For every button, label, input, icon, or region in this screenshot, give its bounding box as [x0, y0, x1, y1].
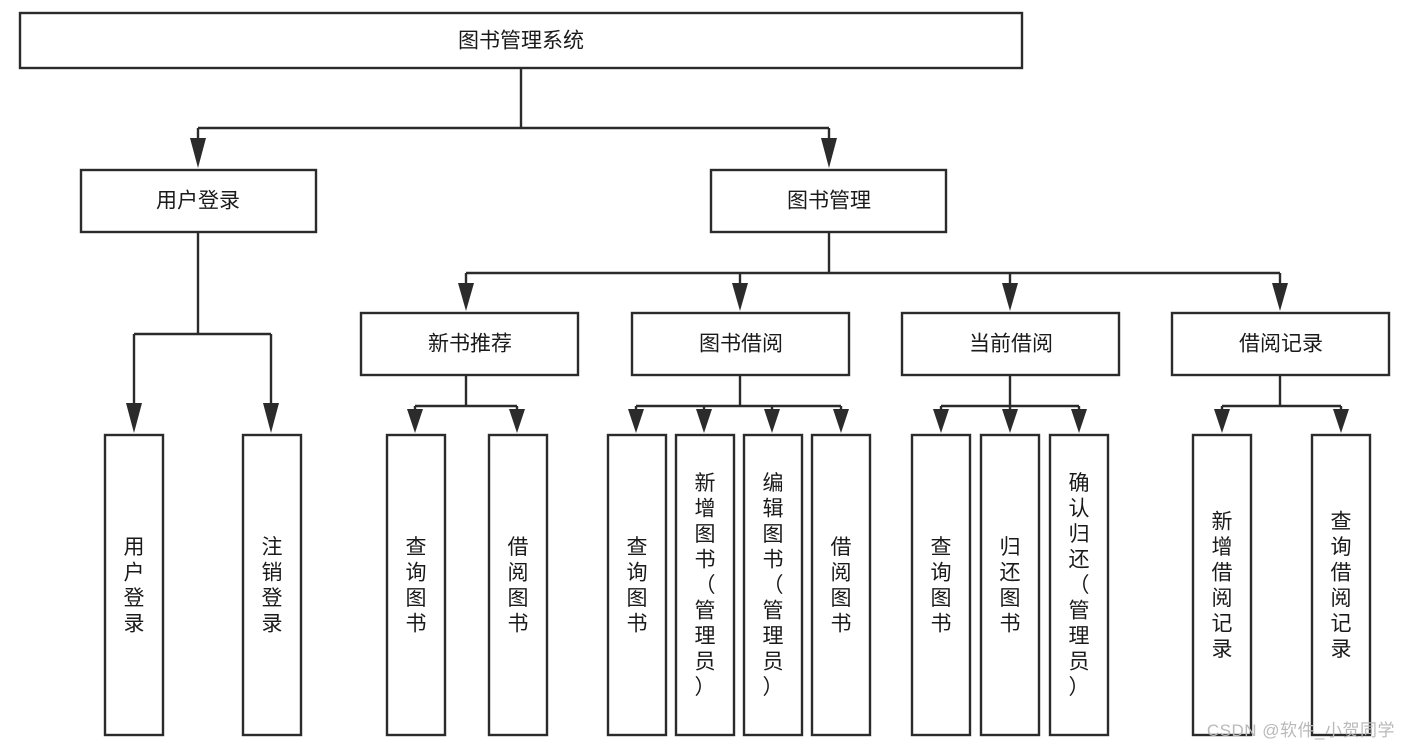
- arrow-head-leaf-query-record: [1333, 409, 1349, 433]
- node-leaf-confirm-return-label: 确认归还（管理员）: [1069, 472, 1090, 699]
- node-leaf-add-book-box[interactable]: [674, 433, 736, 737]
- arrow-head-leaf-edit-book: [764, 409, 780, 433]
- node-leaf-edit-book[interactable]: 编辑图书（管理员）: [742, 433, 804, 737]
- node-leaf-logout-login-box[interactable]: [241, 433, 303, 737]
- connector-layer: [126, 68, 1349, 433]
- node-leaf-return-book-label: 归还图书: [1000, 536, 1021, 636]
- arrow-head-user-login: [190, 138, 206, 168]
- node-user-login[interactable]: 用户登录: [79, 168, 318, 234]
- node-borrow-record-box[interactable]: [1170, 311, 1391, 377]
- node-leaf-query-book-2-box[interactable]: [606, 433, 668, 737]
- leaf-node-group: 用户登录 注销登录 查询图书 借阅图书 查询图书 新增图书（管理员）: [103, 433, 1372, 737]
- node-current-borrow-label: 当前借阅: [969, 333, 1053, 356]
- node-user-login-label: 用户登录: [156, 190, 240, 213]
- node-leaf-user-login-box[interactable]: [103, 433, 165, 737]
- node-leaf-query-book-1[interactable]: 查询图书: [385, 433, 447, 737]
- node-leaf-add-book-label: 新增图书（管理员）: [695, 472, 716, 699]
- node-leaf-edit-book-box[interactable]: [742, 433, 804, 737]
- node-leaf-borrow-book-2-box[interactable]: [810, 433, 872, 737]
- node-leaf-query-record-box[interactable]: [1310, 433, 1372, 737]
- node-leaf-return-book-box[interactable]: [979, 433, 1041, 737]
- node-leaf-logout-login-label: 注销登录: [262, 536, 283, 636]
- node-book-borrow[interactable]: 图书借阅: [630, 311, 851, 377]
- node-root[interactable]: 图书管理系统: [18, 11, 1024, 70]
- node-leaf-query-book-3-box[interactable]: [910, 433, 972, 737]
- node-leaf-logout-login[interactable]: 注销登录: [241, 433, 303, 737]
- node-current-borrow-box[interactable]: [900, 311, 1121, 377]
- arrow-head-leaf-query-book-3: [933, 409, 949, 433]
- node-leaf-query-book-1-box[interactable]: [385, 433, 447, 737]
- node-leaf-query-record[interactable]: 查询借阅记录: [1310, 433, 1372, 737]
- node-new-book-recommend-box[interactable]: [359, 311, 580, 377]
- arrow-head-leaf-borrow-book-1: [509, 409, 525, 433]
- node-borrow-record-label: 借阅记录: [1239, 333, 1323, 356]
- arrow-head-book-manage: [821, 138, 837, 168]
- node-book-manage[interactable]: 图书管理: [709, 168, 948, 234]
- arrow-head-book-borrow: [732, 283, 748, 311]
- arrow-head-current-borrow: [1002, 283, 1018, 311]
- arrow-head-leaf-logout-login: [263, 403, 279, 433]
- node-leaf-user-login[interactable]: 用户登录: [103, 433, 165, 737]
- node-book-manage-label: 图书管理: [787, 190, 871, 213]
- node-book-borrow-box[interactable]: [630, 311, 851, 377]
- arrow-head-leaf-query-book-2: [628, 409, 644, 433]
- node-book-borrow-label: 图书借阅: [699, 333, 783, 356]
- arrow-head-leaf-add-record: [1214, 409, 1230, 433]
- arrow-head-leaf-add-book: [696, 409, 712, 433]
- arrow-head-leaf-query-book-1: [407, 409, 423, 433]
- arrow-head-leaf-return-book: [1002, 409, 1018, 433]
- node-leaf-add-record[interactable]: 新增借阅记录: [1191, 433, 1253, 737]
- node-new-book-recommend-label: 新书推荐: [428, 333, 512, 356]
- arrow-head-new-book-recommend: [458, 283, 474, 311]
- node-current-borrow[interactable]: 当前借阅: [900, 311, 1121, 377]
- node-leaf-query-book-2[interactable]: 查询图书: [606, 433, 668, 737]
- node-book-manage-box[interactable]: [709, 168, 948, 234]
- node-leaf-borrow-book-1[interactable]: 借阅图书: [487, 433, 549, 737]
- node-leaf-add-record-label: 新增借阅记录: [1212, 510, 1233, 661]
- node-borrow-record[interactable]: 借阅记录: [1170, 311, 1391, 377]
- node-user-login-box[interactable]: [79, 168, 318, 234]
- node-leaf-borrow-book-1-label: 借阅图书: [508, 536, 529, 636]
- node-leaf-user-login-label: 用户登录: [124, 536, 145, 636]
- arrow-head-borrow-record: [1272, 283, 1288, 311]
- arrow-head-leaf-user-login: [126, 403, 142, 433]
- node-leaf-confirm-return-box[interactable]: [1048, 433, 1110, 737]
- node-leaf-query-record-label: 查询借阅记录: [1331, 510, 1352, 661]
- node-leaf-query-book-2-label: 查询图书: [627, 536, 648, 636]
- node-leaf-query-book-3[interactable]: 查询图书: [910, 433, 972, 737]
- node-leaf-confirm-return[interactable]: 确认归还（管理员）: [1048, 433, 1110, 737]
- node-leaf-add-book[interactable]: 新增图书（管理员）: [674, 433, 736, 737]
- node-leaf-edit-book-label: 编辑图书（管理员）: [763, 472, 784, 699]
- node-leaf-borrow-book-1-box[interactable]: [487, 433, 549, 737]
- node-leaf-add-record-box[interactable]: [1191, 433, 1253, 737]
- node-new-book-recommend[interactable]: 新书推荐: [359, 311, 580, 377]
- node-root-label: 图书管理系统: [458, 30, 584, 53]
- node-root-box[interactable]: [18, 11, 1024, 70]
- node-leaf-borrow-book-2[interactable]: 借阅图书: [810, 433, 872, 737]
- arrow-head-leaf-confirm-return: [1071, 409, 1087, 433]
- node-leaf-query-book-3-label: 查询图书: [931, 536, 952, 636]
- node-leaf-return-book[interactable]: 归还图书: [979, 433, 1041, 737]
- arrow-head-leaf-borrow-book-2: [833, 409, 849, 433]
- csdn-watermark: CSDN @软件_小贺同学: [1206, 721, 1395, 740]
- node-leaf-borrow-book-2-label: 借阅图书: [831, 536, 852, 636]
- node-leaf-query-book-1-label: 查询图书: [406, 536, 427, 636]
